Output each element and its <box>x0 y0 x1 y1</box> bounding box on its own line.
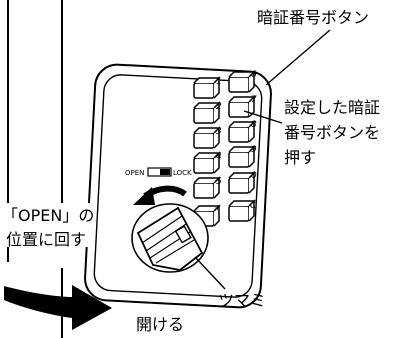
callout-opens: 開ける <box>136 315 184 334</box>
lock-panel <box>84 63 272 309</box>
knob[interactable] <box>131 203 209 273</box>
key-label-7: 7 <box>251 95 257 105</box>
key-label-9: 9 <box>251 145 257 155</box>
key-button-2[interactable] <box>193 101 221 124</box>
indicator-window <box>147 167 172 177</box>
key-label-4: 4 <box>216 152 222 162</box>
key-button-c[interactable] <box>228 199 256 222</box>
key-label-0: 0 <box>251 171 257 181</box>
open-label: OPEN <box>125 169 144 177</box>
key-labels: 1 2 3 4 5 * 6 7 8 9 0 C <box>215 70 257 216</box>
callout-set-buttons-line2: 番号ボタンを <box>284 123 380 142</box>
lock-label: LOCK <box>173 169 192 177</box>
left-key-column <box>193 76 221 227</box>
key-label-5: 5 <box>216 177 222 187</box>
key-label-2: 2 <box>216 102 222 112</box>
key-button-0[interactable] <box>228 171 256 194</box>
open-lock-indicator: OPEN LOCK <box>125 167 192 177</box>
key-label-3: 3 <box>216 127 222 137</box>
key-button-8[interactable] <box>228 120 256 143</box>
indicator-slider <box>160 169 170 175</box>
knob-grip-shade <box>141 215 195 264</box>
callout-set-buttons-line3: 押す <box>284 148 316 167</box>
key-label-6: 6 <box>251 70 257 80</box>
callout-turn-open-bg <box>2 203 92 247</box>
knob-marker <box>174 225 192 244</box>
knob-grip <box>136 206 204 271</box>
callout-set-buttons-line1: 設定した暗証 <box>284 98 380 117</box>
key-label-8: 8 <box>251 120 257 130</box>
key-button-5[interactable] <box>193 176 221 199</box>
callout-knob: ツマミ <box>218 291 266 310</box>
callout-secret-button: 暗証番号ボタン <box>257 8 369 27</box>
key-label-star: * <box>215 206 220 216</box>
callouts: 暗証番号ボタン 設定した暗証 番号ボタンを 押す 「OPEN」の 位置に回す ツ… <box>2 8 380 334</box>
key-button-6[interactable] <box>228 70 256 93</box>
key-label-c: C <box>250 201 257 211</box>
key-button-7[interactable] <box>228 95 256 118</box>
callout-turn-open-line2: 位置に回す <box>6 230 86 249</box>
key-button-1[interactable] <box>193 76 221 99</box>
key-button-3[interactable] <box>193 126 221 149</box>
leader-lines <box>194 29 331 290</box>
door-frame <box>7 0 63 338</box>
rotate-arrow <box>133 185 187 205</box>
key-button-9[interactable] <box>228 145 256 168</box>
callout-turn-open-line1: 「OPEN」の <box>2 206 94 225</box>
open-arrow <box>4 285 112 330</box>
key-button-4[interactable] <box>193 151 221 174</box>
right-key-column <box>228 70 256 222</box>
key-label-1: 1 <box>216 77 222 87</box>
